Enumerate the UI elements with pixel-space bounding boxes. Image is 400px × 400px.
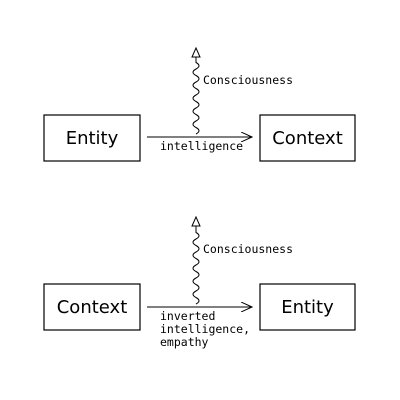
consciousness-arrowhead-icon — [191, 46, 201, 58]
consciousness-label: Consciousness — [203, 73, 293, 87]
diagram-1: Entity Context intelligence Consciousnes… — [43, 46, 356, 162]
context-box — [43, 283, 141, 331]
consciousness-arrowhead-icon — [191, 215, 201, 227]
arrow-label-line-2: intelligence, — [160, 322, 250, 336]
consciousness-wave — [192, 57, 200, 135]
context-box — [259, 114, 356, 162]
arrow-label-line-3: empathy — [160, 335, 209, 349]
consciousness-wave — [192, 226, 200, 305]
arrow-label-line-1: inverted — [160, 309, 215, 323]
entity-box-label: Entity — [281, 297, 334, 318]
context-box-label: Context — [57, 297, 128, 318]
entity-box-label: Entity — [66, 128, 119, 149]
consciousness-label: Consciousness — [203, 242, 293, 256]
diagram-2: Context Entity inverted intelligence, em… — [43, 215, 356, 349]
entity-box — [43, 114, 141, 162]
context-box-label: Context — [272, 128, 343, 149]
entity-box — [259, 283, 356, 331]
intelligence-label: intelligence — [160, 139, 243, 153]
